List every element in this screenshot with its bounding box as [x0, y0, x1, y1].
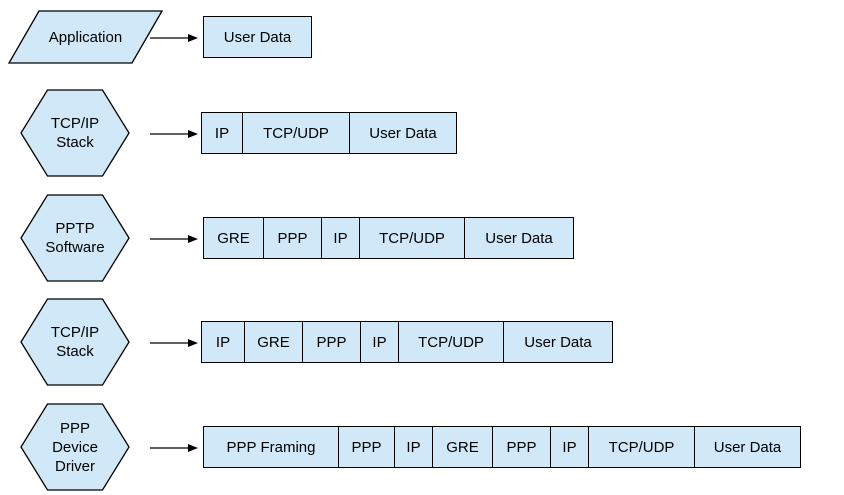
right-arrow-icon	[150, 232, 198, 250]
stage-shape-parallelogram: Application	[8, 10, 163, 64]
packet-segment: IP	[321, 217, 360, 259]
packet-segment: User Data	[694, 426, 801, 468]
packet-segment: TCP/UDP	[242, 112, 350, 154]
packet-segment: GRE	[244, 321, 303, 363]
packet-segment: IP	[201, 321, 245, 363]
packet-segment: TCP/UDP	[359, 217, 465, 259]
packet-segment: TCP/UDP	[398, 321, 504, 363]
packet-segment: TCP/UDP	[588, 426, 695, 468]
packet-segment: PPP	[492, 426, 551, 468]
packet-segment: PPP	[263, 217, 322, 259]
packet-segment: GRE	[432, 426, 493, 468]
packet-segment: PPP Framing	[203, 426, 339, 468]
packet-segment: GRE	[203, 217, 264, 259]
right-arrow-icon	[150, 127, 198, 145]
packet-segment: IP	[550, 426, 589, 468]
packet-segment: IP	[394, 426, 433, 468]
packet-segment: User Data	[349, 112, 457, 154]
right-arrow-icon	[150, 31, 198, 49]
packet-segment: PPP	[338, 426, 395, 468]
right-arrow-icon	[150, 441, 198, 459]
packet-segment: PPP	[302, 321, 361, 363]
right-arrow-icon	[150, 336, 198, 354]
packet-segment: IP	[360, 321, 399, 363]
packet-segment: IP	[201, 112, 243, 154]
packet-strip: User Data	[203, 16, 312, 58]
packet-segment: User Data	[503, 321, 613, 363]
packet-segment: User Data	[203, 16, 312, 58]
packet-segment: User Data	[464, 217, 574, 259]
